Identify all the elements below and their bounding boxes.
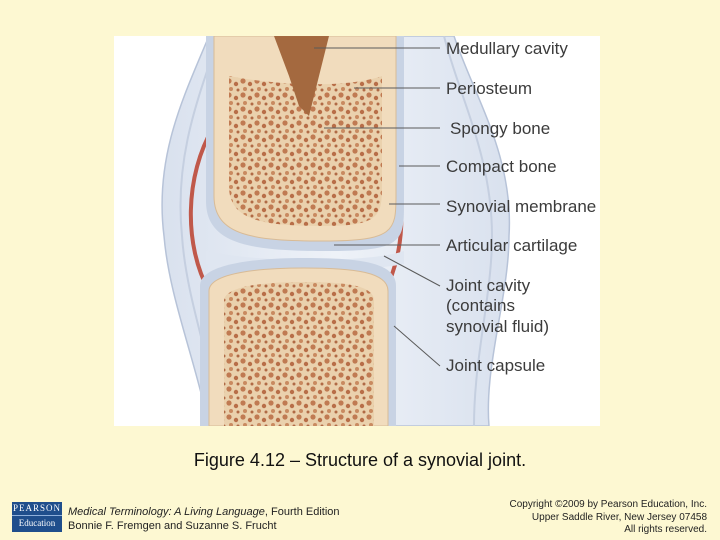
- label-compact-bone: Compact bone: [446, 157, 557, 176]
- label-spongy-bone: Spongy bone: [450, 119, 550, 138]
- label-joint-capsule: Joint capsule: [446, 356, 545, 375]
- label-articular-cartilage: Articular cartilage: [446, 236, 577, 255]
- label-periosteum: Periosteum: [446, 79, 532, 98]
- label-synovial-membrane: Synovial membrane: [446, 197, 596, 216]
- label-joint-cavity-line2: (contains: [446, 296, 515, 315]
- copyright-line3: All rights reserved.: [510, 524, 708, 537]
- pearson-education-logo: PEARSON Education: [12, 502, 62, 532]
- label-joint-cavity-line3: synovial fluid): [446, 317, 549, 336]
- book-authors: Bonnie F. Fremgen and Suzanne S. Frucht: [68, 519, 340, 533]
- book-citation: Medical Terminology: A Living Language, …: [68, 505, 340, 533]
- label-joint-cavity: Joint cavity: [446, 276, 530, 295]
- copyright-notice: Copyright ©2009 by Pearson Education, In…: [510, 499, 708, 537]
- spongy-bone-lower: [224, 282, 374, 426]
- copyright-line2: Upper Saddle River, New Jersey 07458: [510, 512, 708, 525]
- logo-line1: PEARSON: [12, 502, 62, 516]
- copyright-line1: Copyright ©2009 by Pearson Education, In…: [510, 499, 708, 512]
- logo-line2: Education: [12, 516, 62, 531]
- figure-caption: Figure 4.12 – Structure of a synovial jo…: [0, 450, 720, 471]
- book-edition: , Fourth Edition: [265, 506, 340, 518]
- figure-panel: Medullary cavity Periosteum Spongy bone …: [114, 36, 600, 426]
- book-title: Medical Terminology: A Living Language: [68, 506, 265, 518]
- label-medullary-cavity: Medullary cavity: [446, 39, 568, 58]
